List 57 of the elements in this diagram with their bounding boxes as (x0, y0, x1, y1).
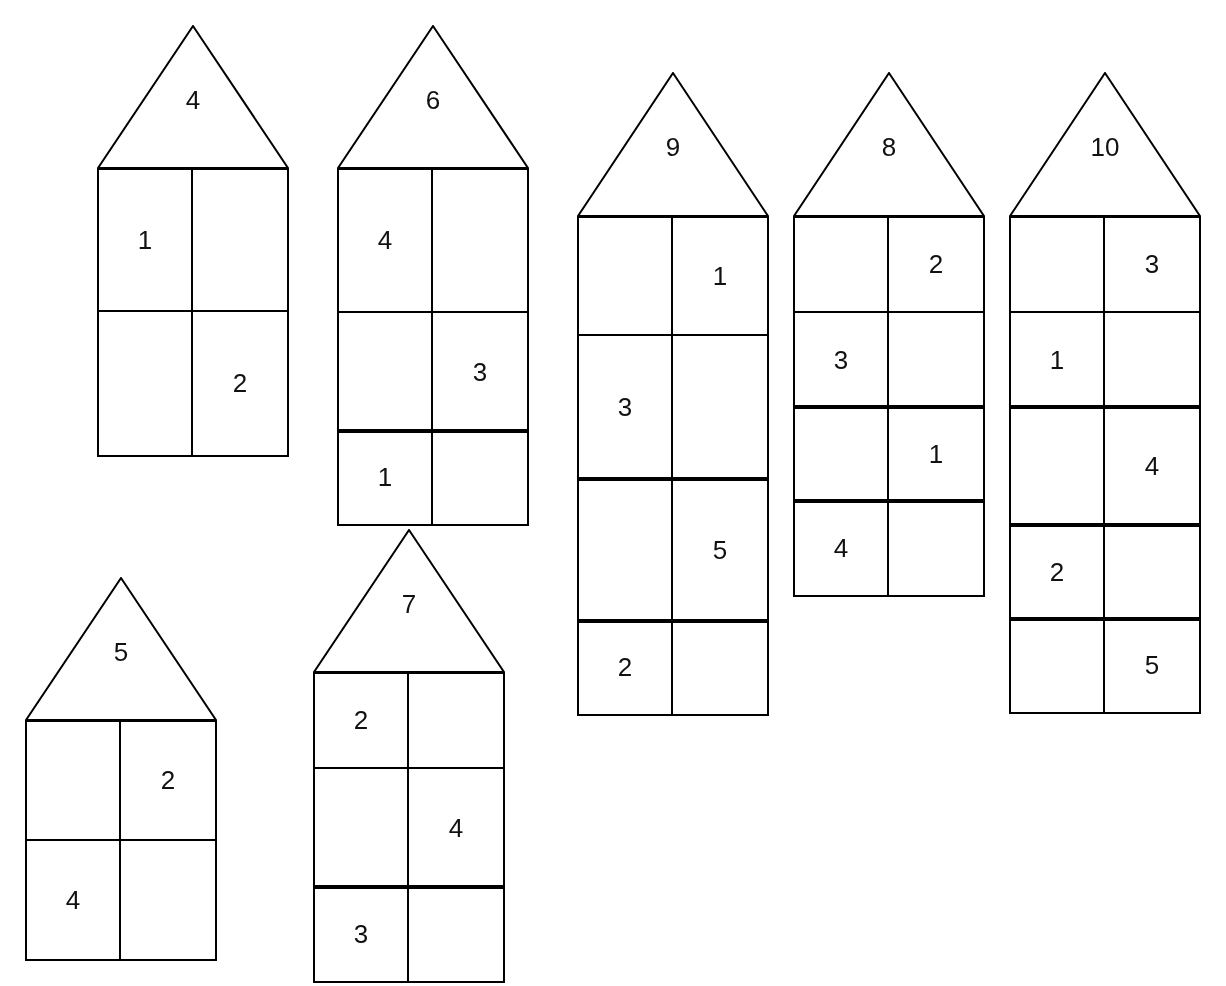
house-cell (577, 216, 673, 336)
house-cell (887, 311, 985, 409)
house-cell: 1 (1009, 311, 1105, 409)
house-cell: 2 (191, 310, 289, 457)
house-cell: 3 (431, 311, 529, 433)
house-cell (25, 720, 121, 841)
house-cell: 1 (887, 405, 985, 503)
house-cell (337, 311, 433, 433)
house-cell: 1 (97, 168, 193, 312)
house-cell (97, 310, 193, 457)
house-cell: 5 (1103, 617, 1201, 714)
house-cell (1009, 216, 1105, 313)
roof-triangle: 9 (577, 72, 769, 216)
house-cell (793, 216, 889, 313)
house-cell: 3 (577, 334, 673, 481)
house-cell (313, 767, 409, 889)
house-cell: 4 (407, 767, 505, 889)
house-cell (1009, 405, 1105, 527)
house-cell: 4 (793, 499, 889, 597)
house-drawing (97, 25, 289, 457)
house-cell: 4 (1103, 405, 1201, 527)
house-cell: 2 (119, 720, 217, 841)
house-cell: 3 (793, 311, 889, 409)
house-drawing (313, 529, 505, 985)
house-cell: 1 (337, 429, 433, 526)
house-cell: 4 (337, 168, 433, 313)
house-cell (407, 672, 505, 769)
house-cell: 2 (577, 619, 673, 716)
house-drawing (337, 25, 529, 528)
house-cell (887, 499, 985, 597)
roof-triangle: 6 (337, 25, 529, 168)
roof-triangle: 8 (793, 72, 985, 216)
house-cell (119, 839, 217, 961)
house-cell (671, 619, 769, 716)
house-cell (191, 168, 289, 312)
house-cell: 5 (671, 477, 769, 623)
house-cell (577, 477, 673, 623)
house-cell (793, 405, 889, 503)
house-cell: 1 (671, 216, 769, 336)
house-cell: 3 (313, 885, 409, 983)
house-cell: 4 (25, 839, 121, 961)
house-cell: 2 (313, 672, 409, 769)
roof-triangle: 4 (97, 25, 289, 168)
house-cell: 3 (1103, 216, 1201, 313)
house-cell (431, 168, 529, 313)
house-cell (1103, 523, 1201, 621)
roof-triangle: 5 (25, 577, 217, 720)
house-cell: 2 (887, 216, 985, 313)
house-cell (1009, 617, 1105, 714)
house-cell (671, 334, 769, 481)
roof-triangle: 10 (1009, 72, 1201, 216)
house-cell (407, 885, 505, 983)
house-drawing (25, 577, 217, 961)
house-cell (1103, 311, 1201, 409)
house-cell (431, 429, 529, 526)
house-cell: 2 (1009, 523, 1105, 621)
roof-triangle: 7 (313, 529, 505, 672)
